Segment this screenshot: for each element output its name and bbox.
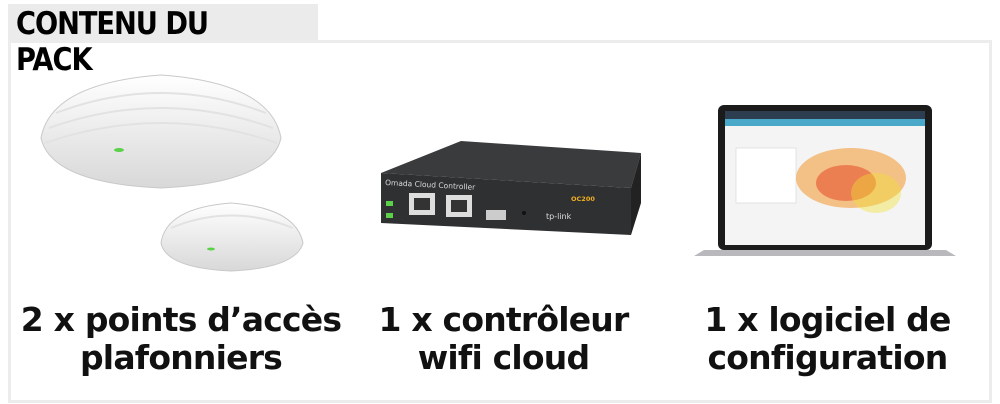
- item-software: 1 x logiciel de configuration: [666, 43, 989, 400]
- item-controller: Omada Cloud Controller tp-link OC200 1 x…: [341, 43, 666, 400]
- caption-line: wifi cloud: [417, 338, 590, 377]
- page-title: CONTENU DU PACK: [16, 6, 209, 78]
- caption-line: 1 x logiciel de: [704, 300, 951, 339]
- caption: 1 x logiciel de configuration: [666, 301, 989, 377]
- header-tab: CONTENU DU PACK: [8, 4, 318, 78]
- caption-line: 1 x contrôleur: [378, 300, 630, 339]
- item-access-points: 2 x points d’accès plafonniers: [11, 43, 351, 400]
- svg-text:tp-link: tp-link: [546, 212, 572, 221]
- caption-line: plafonniers: [79, 338, 283, 377]
- ceiling-access-point-image: [40, 74, 304, 272]
- access-point-small: [160, 202, 304, 272]
- access-point-large: [40, 74, 282, 189]
- cloud-controller-image: Omada Cloud Controller tp-link OC200: [381, 141, 641, 235]
- laptop-software-image: [694, 105, 956, 256]
- model-label: OC200: [571, 195, 595, 203]
- caption-line: configuration: [707, 338, 949, 377]
- pack-contents-panel: 2 x points d’accès plafonniers Omada Clo…: [8, 40, 992, 403]
- caption: 2 x points d’accès plafonniers: [11, 301, 351, 377]
- caption-line: 2 x points d’accès: [20, 300, 342, 339]
- caption: 1 x contrôleur wifi cloud: [341, 301, 666, 377]
